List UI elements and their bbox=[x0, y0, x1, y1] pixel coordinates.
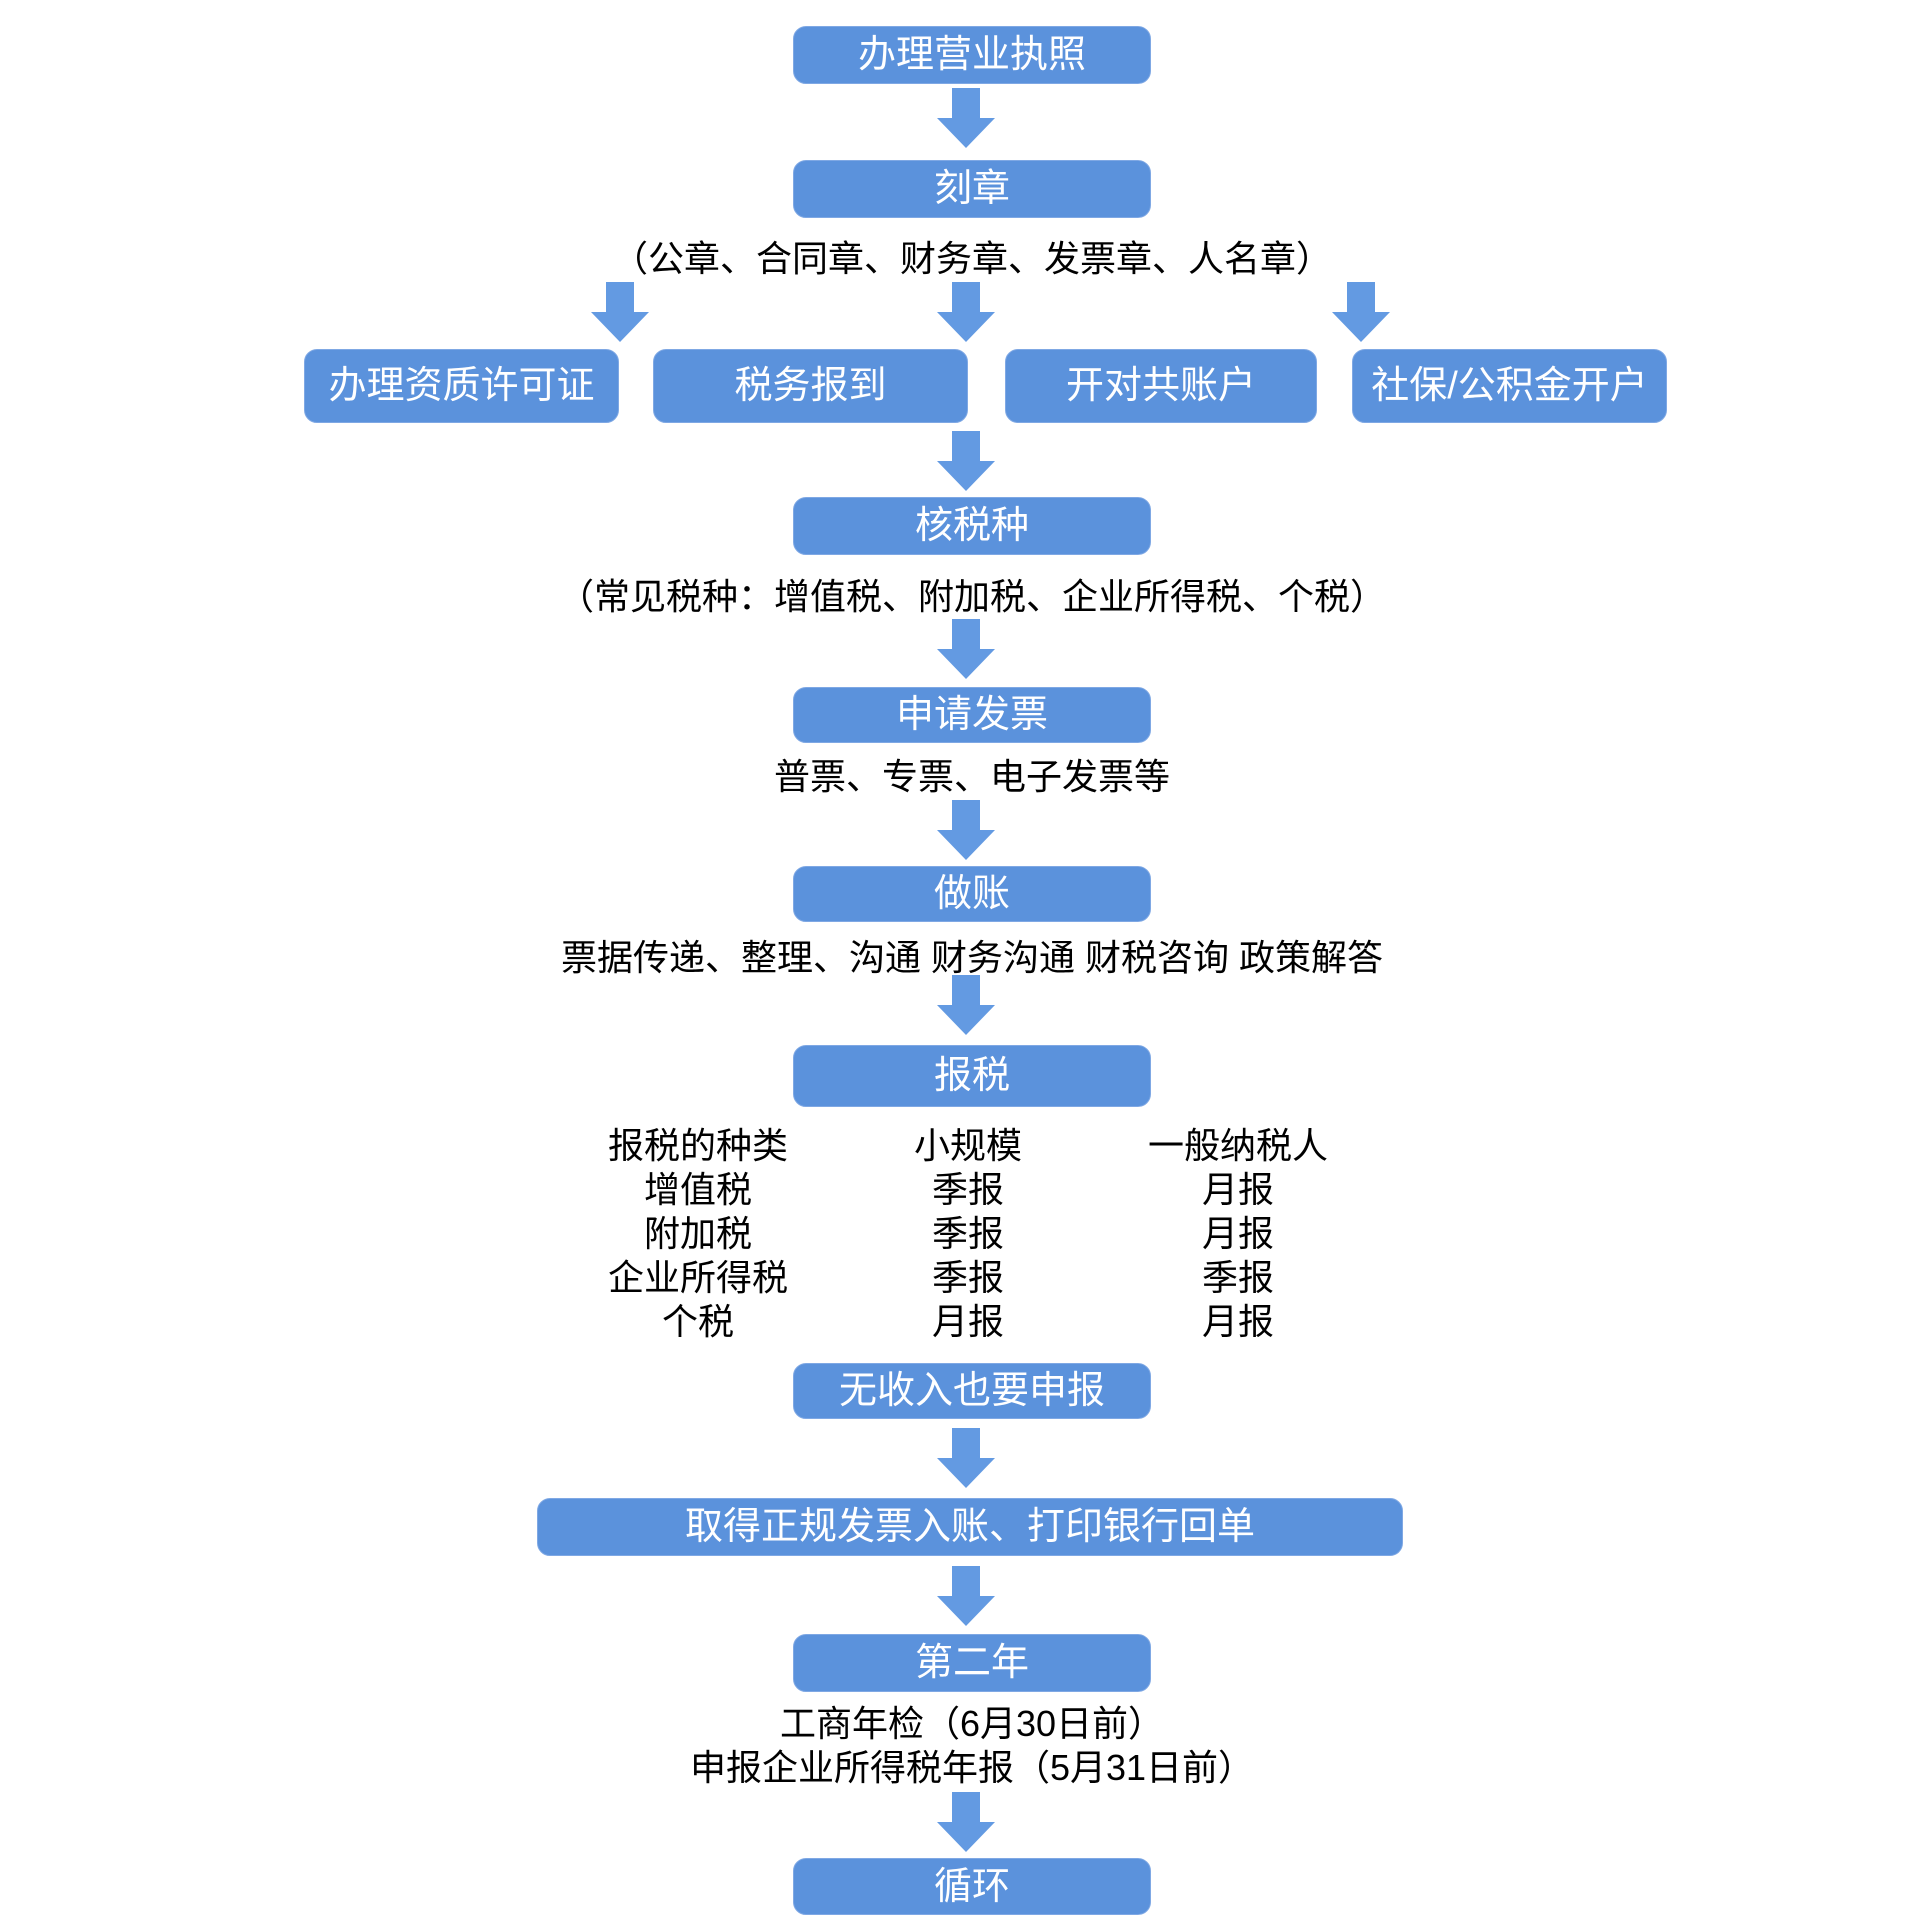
arrow-down-icon bbox=[936, 282, 996, 342]
filing-table-column-small-scale: 小规模 季报 季报 季报 月报 bbox=[818, 1124, 1118, 1344]
tax-type-note: （常见税种：增值税、附加税、企业所得税、个税） bbox=[557, 576, 1387, 617]
filing-table-cell: 月报 bbox=[1201, 1213, 1274, 1254]
filing-table-header: 小规模 bbox=[913, 1125, 1022, 1166]
filing-table-column-general-taxpayer: 一般纳税人 月报 月报 季报 月报 bbox=[1088, 1124, 1388, 1344]
arrow-down-icon bbox=[936, 88, 996, 148]
filing-table-header: 报税的种类 bbox=[607, 1125, 788, 1166]
arrow-down-icon bbox=[1331, 282, 1391, 342]
annual-tax-return-note: 申报企业所得税年报（5月31日前） bbox=[689, 1747, 1255, 1788]
arrow-down-icon bbox=[936, 431, 996, 491]
flow-box-second-year: 第二年 bbox=[793, 1634, 1151, 1692]
arrow-down-icon bbox=[936, 1566, 996, 1626]
flow-box-invoices-bank-receipts: 取得正规发票入账、打印银行回单 bbox=[537, 1498, 1403, 1556]
arrow-down-icon bbox=[590, 282, 650, 342]
invoice-types-note: 普票、专票、电子发票等 bbox=[773, 756, 1171, 797]
filing-table-header: 一般纳税人 bbox=[1147, 1125, 1328, 1166]
arrow-down-icon bbox=[936, 619, 996, 679]
flow-box-business-license: 办理营业执照 bbox=[793, 26, 1151, 84]
filing-table-cell: 季报 bbox=[931, 1257, 1004, 1298]
arrow-down-icon bbox=[936, 800, 996, 860]
filing-table-column-tax-types: 报税的种类 增值税 附加税 企业所得税 个税 bbox=[548, 1124, 848, 1344]
filing-table-cell: 附加税 bbox=[643, 1213, 752, 1254]
flow-box-seal-engraving: 刻章 bbox=[793, 160, 1151, 218]
filing-table-cell: 季报 bbox=[931, 1169, 1004, 1210]
filing-table-cell: 季报 bbox=[931, 1213, 1004, 1254]
arrow-down-icon bbox=[936, 975, 996, 1035]
seal-types-note: （公章、合同章、财务章、发票章、人名章） bbox=[611, 238, 1333, 279]
filing-table-cell: 月报 bbox=[1201, 1169, 1274, 1210]
flow-box-social-security-account: 社保/公积金开户 bbox=[1352, 349, 1667, 423]
flow-box-corporate-bank-account: 开对共账户 bbox=[1005, 349, 1317, 423]
arrow-down-icon bbox=[936, 1428, 996, 1488]
flow-box-no-income-filing: 无收入也要申报 bbox=[793, 1363, 1151, 1419]
flow-box-tax-registration: 税务报到 bbox=[653, 349, 968, 423]
flow-box-qualification-license: 办理资质许可证 bbox=[304, 349, 619, 423]
filing-table-cell: 月报 bbox=[1201, 1301, 1274, 1342]
flow-box-tax-filing: 报税 bbox=[793, 1045, 1151, 1107]
arrow-down-icon bbox=[936, 1792, 996, 1852]
filing-table-cell: 月报 bbox=[931, 1301, 1004, 1342]
flow-box-loop: 循环 bbox=[793, 1858, 1151, 1915]
flow-box-tax-type-verification: 核税种 bbox=[793, 497, 1151, 555]
filing-table-cell: 增值税 bbox=[643, 1169, 752, 1210]
flow-box-bookkeeping: 做账 bbox=[793, 866, 1151, 922]
filing-table-cell: 个税 bbox=[661, 1301, 734, 1342]
bookkeeping-note: 票据传递、整理、沟通 财务沟通 财税咨询 政策解答 bbox=[560, 937, 1384, 978]
flow-box-invoice-application: 申请发票 bbox=[793, 687, 1151, 743]
filing-table-cell: 企业所得税 bbox=[607, 1257, 788, 1298]
filing-table-cell: 季报 bbox=[1201, 1257, 1274, 1298]
annual-inspection-note: 工商年检（6月30日前） bbox=[779, 1703, 1165, 1744]
